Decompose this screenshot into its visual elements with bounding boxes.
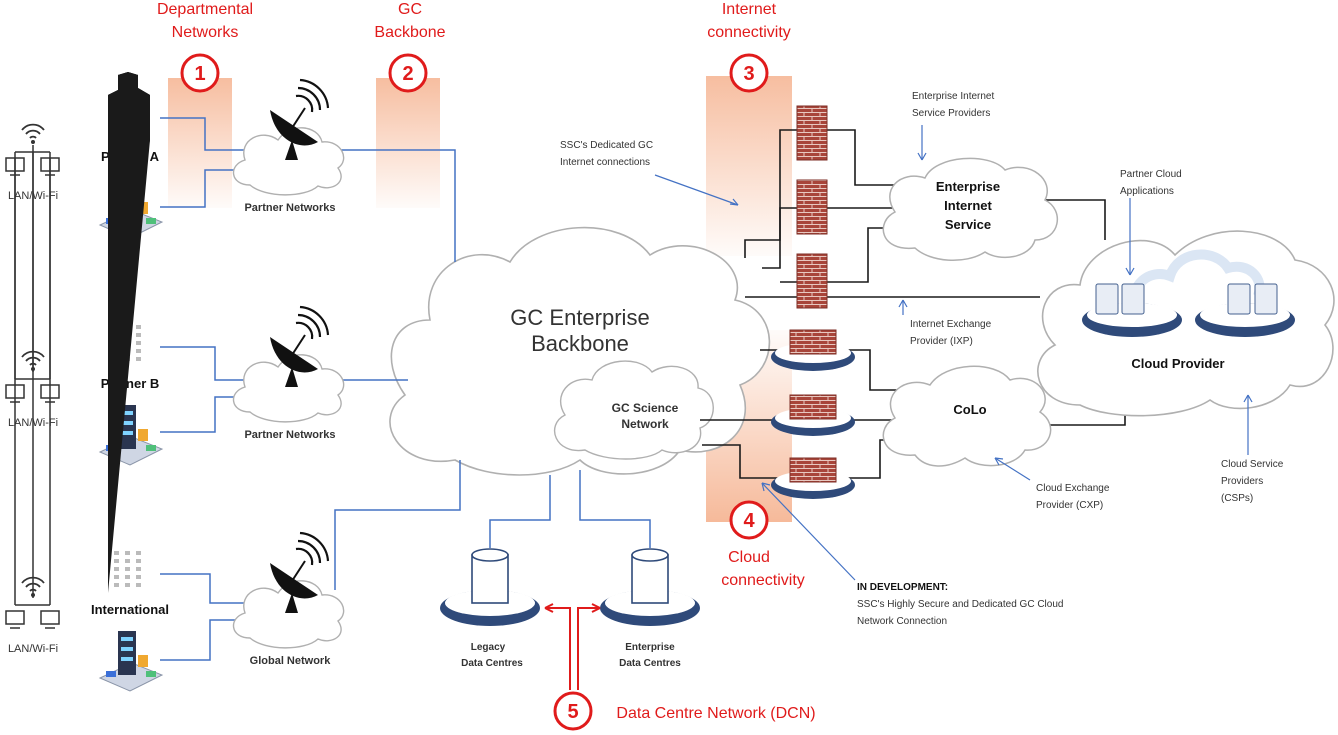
annotation-eisp-1: Enterprise Internet	[912, 91, 994, 102]
zone-number-2: 2	[402, 63, 413, 85]
annotation-cxp-1: Cloud Exchange	[1036, 483, 1110, 494]
zone-markers	[180, 53, 769, 731]
annotation-pca-2: Applications	[1120, 186, 1174, 197]
annotation-cxp-2: Provider (CXP)	[1036, 500, 1103, 511]
zone-label-2a: GC	[398, 1, 422, 18]
legacy-dc-label-2: Data Centres	[461, 658, 523, 669]
science-label-1: GC Science	[612, 401, 679, 415]
science-cloud	[554, 360, 714, 460]
zone-number-1: 1	[194, 63, 205, 85]
eis-label-1: Enterprise	[936, 179, 1000, 194]
annotation-ixp-1: Internet Exchange	[910, 319, 992, 330]
zone-marker-3	[729, 53, 769, 93]
annotation-dev-2: Network Connection	[857, 616, 947, 627]
network-label: Global Network	[250, 655, 332, 667]
satellite-dish-icon	[270, 305, 330, 387]
annotation-pca-1: Partner Cloud	[1120, 169, 1182, 180]
zone-label-3b: connectivity	[707, 24, 791, 41]
partner-network-cloud	[232, 354, 345, 423]
science-label-2: Network	[621, 417, 669, 431]
zone-label-4a: Cloud	[728, 549, 770, 566]
annotation-ssc-dedicated-2: Internet connections	[560, 157, 650, 168]
zone-marker-4	[729, 500, 769, 540]
cloud-provider-watermark	[1128, 249, 1265, 312]
annotation-ixp-2: Provider (IXP)	[910, 336, 973, 347]
building-icon	[108, 72, 150, 593]
eis-label-3: Service	[945, 217, 991, 232]
zone-label-2b: Backbone	[374, 24, 445, 41]
zone-number-5: 5	[567, 701, 578, 723]
enterprise-dc-label-2: Data Centres	[619, 658, 681, 669]
satellite-dish-icon	[270, 78, 330, 160]
backbone-label-2: Backbone	[531, 331, 629, 356]
colo-label: CoLo	[953, 402, 986, 417]
eis-cloud	[882, 157, 1059, 262]
annotation-csp-3: (CSPs)	[1221, 493, 1253, 504]
zone-marker-5	[553, 691, 593, 731]
site-name: International	[91, 602, 169, 617]
zone-band-3	[706, 76, 792, 256]
partner-network-cloud	[232, 580, 345, 649]
cloud-provider-label: Cloud Provider	[1131, 356, 1224, 371]
zone-number-3: 3	[743, 63, 754, 85]
zone-number-4: 4	[743, 510, 755, 532]
zone-label-5: Data Centre Network (DCN)	[616, 705, 815, 722]
satellite-dish-icon	[270, 531, 330, 613]
annotation-ssc-dedicated-1: SSC's Dedicated GC	[560, 140, 653, 151]
server-icon	[98, 631, 164, 692]
lan-wifi-label: LAN/Wi-Fi	[8, 643, 58, 655]
partner-network-cloud	[232, 127, 345, 196]
annotation-csp-1: Cloud Service	[1221, 459, 1284, 470]
backbone-label-1: GC Enterprise	[510, 305, 649, 330]
blue-links	[160, 117, 651, 661]
annotation-csp-2: Providers	[1221, 476, 1263, 487]
annotation-arrows	[654, 125, 1253, 581]
zone-label-1a: Departmental	[157, 1, 253, 18]
cloud-gateways	[771, 329, 855, 499]
network-label: Partner Networks	[244, 429, 335, 441]
firewalls	[796, 105, 828, 309]
dcn-arrows	[544, 603, 601, 690]
data-centre-icons	[440, 548, 700, 626]
colo-cloud	[882, 365, 1052, 467]
zone-label-3a: Internet	[722, 1, 777, 18]
annotation-dev-1: SSC's Highly Secure and Dedicated GC Clo…	[857, 599, 1063, 610]
lan-wifi-icon	[5, 152, 60, 629]
annotation-dev-title: IN DEVELOPMENT:	[857, 582, 948, 593]
cloud-servers	[1082, 283, 1295, 337]
eis-label-2: Internet	[944, 198, 992, 213]
zone-marker-2	[388, 53, 428, 93]
zone-band-2	[376, 78, 440, 208]
zone-band-1	[168, 78, 232, 208]
zone-marker-1	[180, 53, 220, 93]
legacy-dc-label-1: Legacy	[471, 642, 506, 653]
zone-label-4b: connectivity	[721, 572, 805, 589]
zone-label-1b: Networks	[172, 24, 239, 41]
enterprise-dc-label-1: Enterprise	[625, 642, 675, 653]
network-label: Partner Networks	[244, 202, 335, 214]
annotation-eisp-2: Service Providers	[912, 108, 990, 119]
